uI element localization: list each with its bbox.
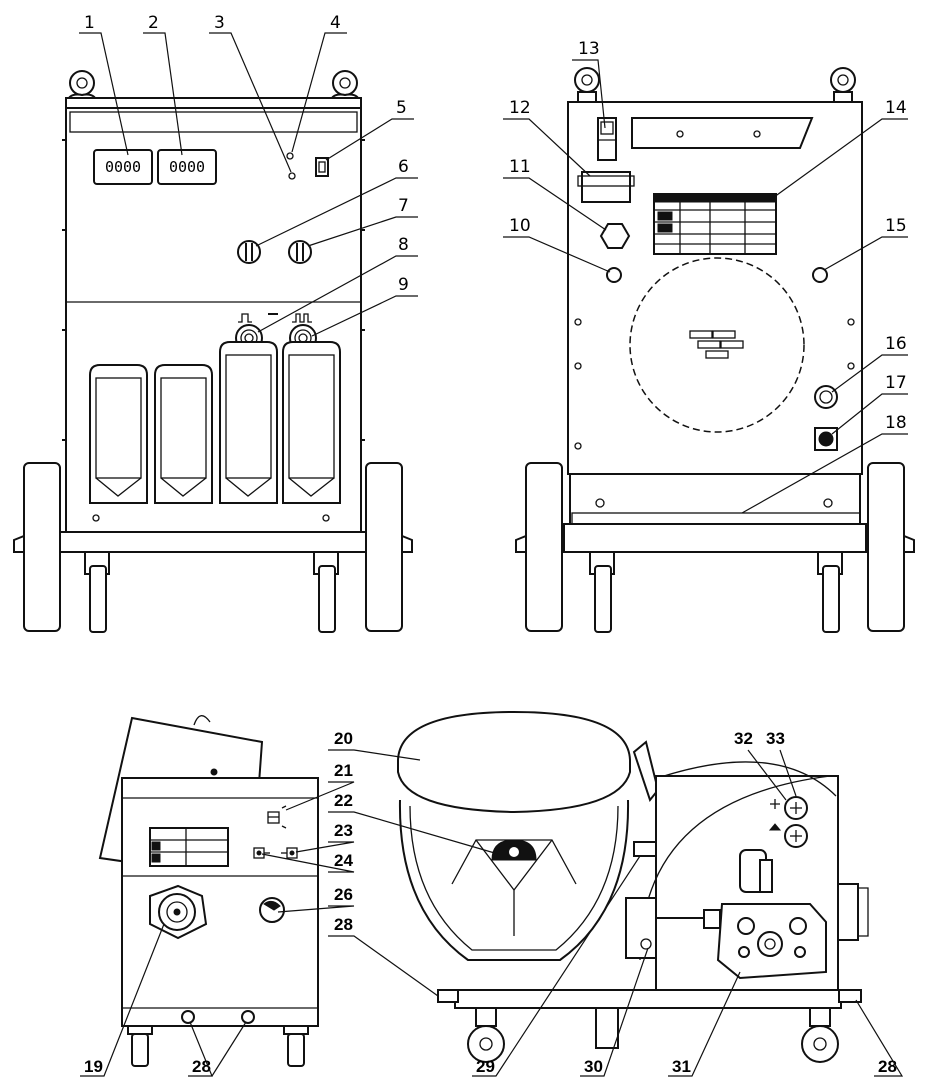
side-view [98,715,319,1067]
gauge-33 [784,824,808,848]
callout-3: 3 [214,13,225,33]
callout-32: 32 [734,729,753,748]
callout-9: 9 [398,275,409,295]
callout-15: 15 [885,216,907,236]
rear-lifting-eye-right [830,67,856,103]
callout-23: 23 [334,821,353,840]
connector-symbol-21 [267,805,287,829]
callout-17: 17 [885,373,907,393]
side-label-plate [149,827,229,867]
knob-7 [288,240,312,264]
callout-2: 2 [148,13,159,33]
callout-7: 7 [398,196,409,216]
knob-26 [259,897,285,923]
callout-28-side: 28 [334,915,353,934]
callout-13: 13 [578,39,600,59]
bottom-callouts: 20 21 22 23 24 26 28 19 28 29 30 31 [80,729,904,1077]
indicator-light-4 [286,152,294,160]
rear-caster-left [589,551,615,633]
wire-spool-22 [451,839,577,936]
side-caster-right [283,1025,309,1067]
callout-10: 10 [509,216,531,236]
spool-lid-20 [397,710,631,814]
front-caster-right [313,551,339,633]
top-rail [65,97,362,109]
connector-12 [577,171,635,203]
front-wheel-left [23,462,61,632]
side-foot-28-left [181,1010,195,1024]
drive-roll-assembly-31 [630,849,827,980]
gas-connector-16 [814,385,838,409]
callout-24: 24 [334,851,353,870]
rear-caster-right [817,551,843,633]
grommet-10 [606,267,622,283]
rear-wheel-left [525,462,563,632]
rating-plate-14 [653,193,777,255]
callout-22: 22 [334,791,353,810]
front-wheel-right [365,462,403,632]
display-1: 0000 [93,149,153,185]
bracket-30 [625,897,657,959]
callout-14: 14 [885,98,907,118]
feeder-wheel-left [467,1007,505,1063]
power-socket-17 [814,427,838,451]
fuse-holder-11 [599,223,631,249]
callout-1: 1 [84,13,95,33]
front-view: 0000 0000 [13,70,413,633]
pulse-symbol-icon [238,313,252,323]
front-louvre-panels [89,341,341,504]
gauge-32 [784,796,808,820]
callout-5: 5 [396,98,407,118]
side-caster-left [127,1025,153,1067]
gas-inlet-29 [633,841,657,857]
feeder-view [397,710,869,1063]
rear-view [515,67,915,633]
grommet-15 [812,267,828,283]
rear-lifting-eye-left [574,67,600,103]
front-base-rail [57,531,369,553]
callout-30: 30 [584,1057,603,1076]
indicator-light-3 [288,172,296,180]
display-1-readout: 0000 [105,158,141,176]
callout-26: 26 [334,885,353,904]
callout-4: 4 [330,13,341,33]
rear-base-18 [569,473,861,525]
callout-8: 8 [398,235,409,255]
callout-6: 6 [398,157,409,177]
feeder-connector-28-left [437,989,459,1003]
display-2: 0000 [157,149,217,185]
knob-6 [237,240,261,264]
rear-vent-plate [631,117,814,149]
callout-21: 21 [334,761,353,780]
callout-16: 16 [885,334,907,354]
feeder-wheel-right [801,1007,839,1063]
callout-31: 31 [672,1057,691,1076]
callout-19: 19 [84,1057,103,1076]
switch-5 [315,157,329,177]
callout-33: 33 [766,729,785,748]
callout-29: 29 [476,1057,495,1076]
euro-socket-19 [149,884,208,940]
display-2-readout: 0000 [169,158,205,176]
callout-11: 11 [509,157,531,177]
spool-housing [398,799,630,961]
side-foot-28-right [241,1010,255,1024]
rear-wheel-right [867,462,905,632]
rear-cabinet [567,101,863,475]
switch-13 [597,117,617,161]
callout-20: 20 [334,729,353,748]
connector-symbols-23-24 [253,847,298,859]
callout-28-right: 28 [878,1057,897,1076]
rear-base-rail [563,523,867,553]
feeder-connector-28-right [838,989,862,1003]
feeder-base-frame [454,989,842,1009]
double-pulse-symbol-icon [292,313,312,323]
fan-logo [689,330,744,359]
front-caster-left [84,551,110,633]
fan-guard [629,257,805,433]
callout-12: 12 [509,98,531,118]
callout-18: 18 [885,413,907,433]
top-callouts: 1 2 3 4 5 6 7 8 9 13 12 11 10 [79,13,908,514]
